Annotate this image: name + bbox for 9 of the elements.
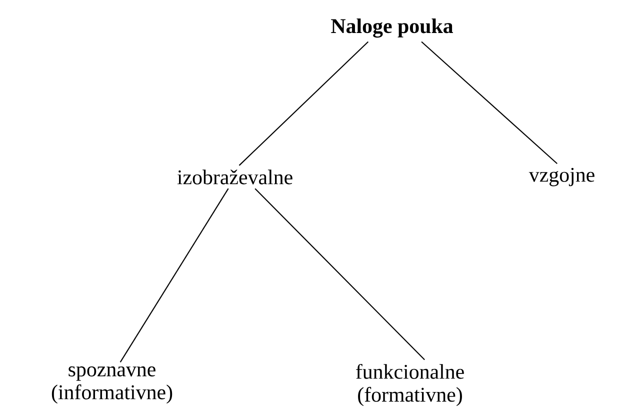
node-label: vzgojne <box>528 168 594 186</box>
title-text: Naloge pouka <box>331 18 453 38</box>
connector-line <box>421 41 558 164</box>
node-label: izobraževalne <box>177 170 292 184</box>
connector-line <box>120 188 229 362</box>
connector-line <box>238 41 369 166</box>
connector-line <box>254 188 425 360</box>
node-label: funkcionalne (formativne) <box>356 364 464 406</box>
node-label: spoznavne (informativne) <box>52 366 172 404</box>
